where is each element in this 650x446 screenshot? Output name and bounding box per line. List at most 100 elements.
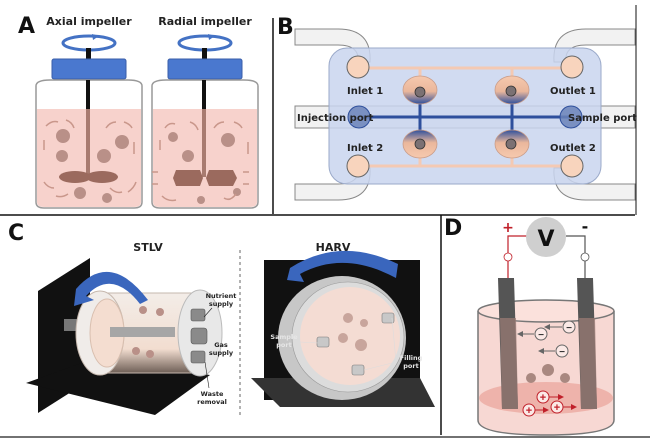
cations: + + + [522, 390, 577, 417]
axial-blade-right [86, 171, 118, 183]
svg-text:+: + [554, 402, 560, 414]
harv-sample-label-2: port [276, 341, 291, 349]
voltmeter-label: V [537, 227, 554, 252]
harv-rotation-arrow-icon [287, 250, 398, 282]
positive-terminal-icon [503, 252, 513, 262]
harv-ports [316, 312, 395, 376]
inlet-1-label: Inlet 1 [347, 86, 383, 97]
waste-removal-port [190, 350, 206, 364]
injection-port-circle [347, 105, 371, 129]
svg-text:−: − [566, 323, 572, 334]
flow-arrows [152, 121, 249, 202]
stlv-bioreactor: Nutrient supply Gas supply Waste removal [26, 258, 236, 415]
inlet-2-label: Inlet 2 [347, 143, 383, 154]
panel-letter-d: D [444, 216, 462, 241]
stlv-ports [190, 308, 208, 364]
outlet-2-port [560, 154, 584, 178]
negative-terminal-label: - [582, 217, 589, 236]
axial-vessel [35, 34, 143, 209]
radial-impeller-title: Radial impeller [158, 15, 252, 28]
stlv-axle [64, 319, 78, 331]
anion: − [538, 344, 569, 358]
svg-text:−: − [538, 330, 544, 341]
voltmeter [526, 217, 566, 257]
shaft-top [86, 48, 91, 60]
inlet-outlet-ports [346, 55, 584, 178]
cation: + [522, 403, 549, 417]
gas-supply-label-1: Gas [214, 341, 228, 349]
cell-aggregates [56, 129, 129, 203]
harv-title: HARV [316, 241, 351, 254]
svg-text:−: − [559, 347, 565, 358]
gas-supply-label-2: supply [209, 349, 234, 357]
panel-a: A Axial impeller Radial impeller [18, 14, 259, 209]
outlet-2-label: Outlet 2 [550, 143, 596, 154]
rotation-arrow-icon [61, 34, 117, 52]
rotation-arrowhead-icon [92, 34, 99, 40]
negative-terminal-icon [580, 252, 590, 262]
outlet-1-label: Outlet 1 [550, 86, 596, 97]
waste-removal-label-1: Waste [201, 390, 224, 398]
gas-supply-port [190, 327, 208, 345]
axial-blade-left [59, 171, 91, 183]
panel-letter-b: B [277, 15, 294, 40]
nutrient-supply-label-1: Nutrient [206, 292, 237, 300]
nutrient-supply-port [190, 308, 206, 322]
svg-text:+: + [540, 392, 546, 404]
negative-wire [566, 235, 586, 283]
stlv-cells [132, 306, 164, 358]
stlv-base-plate [26, 360, 210, 415]
stlv-rotation-arrow-icon [74, 271, 148, 306]
anion: − [517, 327, 548, 341]
anions: − − − [517, 320, 576, 358]
cell-aggregates [526, 364, 570, 383]
radial-blade-right [206, 170, 237, 186]
cation: + [550, 400, 577, 414]
injection-port-label: Injection port [297, 113, 374, 124]
axial-impeller-title: Axial impeller [46, 15, 132, 28]
svg-text:+: + [526, 405, 532, 417]
panel-letter-a: A [18, 14, 35, 39]
positive-terminal-label: + [502, 220, 514, 236]
harv-sample-port [316, 336, 330, 348]
vessel-lid [51, 58, 127, 80]
outlet-1-port [560, 55, 584, 79]
radial-vessel [151, 34, 259, 209]
harv-filling-label-2: port [403, 362, 418, 370]
inlet-2-port [346, 154, 370, 178]
impeller-shaft [86, 109, 90, 177]
harv-top-port [381, 312, 395, 324]
sample-port-circle [559, 105, 583, 129]
vessel-lid [167, 58, 243, 80]
waste-removal-label-2: removal [197, 398, 227, 406]
stlv-core [110, 327, 175, 337]
panel-b: B [277, 15, 637, 201]
stlv-title: STLV [133, 241, 163, 254]
panel-dividers [0, 5, 650, 438]
inlet-1-port [346, 55, 370, 79]
rotation-arrowhead-icon [208, 34, 215, 40]
harv-filling-label-1: Filling [400, 354, 423, 362]
nutrient-supply-label-2: supply [209, 300, 234, 308]
sample-port-label: Sample port [568, 113, 637, 124]
shaft-top [202, 48, 207, 60]
positive-wire [507, 235, 527, 283]
harv-bioreactor: Sample port Filling port [251, 250, 435, 407]
culture-chambers [402, 75, 530, 159]
tissue-samples [414, 85, 517, 150]
cell-aggregates [168, 132, 241, 204]
anion: − [544, 320, 576, 334]
harv-culture-chamber [300, 287, 400, 385]
cation: + [536, 390, 564, 404]
panel-c: C STLV HARV Nutrient supply [8, 221, 435, 415]
flow-arrows [43, 119, 137, 198]
panel-letter-c: C [8, 221, 24, 246]
harv-filling-port [351, 364, 365, 376]
panel-d: D V + - − [444, 216, 615, 436]
impeller-shaft [202, 109, 206, 177]
rotation-arrow-icon [177, 34, 233, 52]
harv-sample-label-1: Sample [270, 333, 298, 341]
harv-cells [338, 313, 368, 351]
radial-blade-left [173, 170, 203, 186]
